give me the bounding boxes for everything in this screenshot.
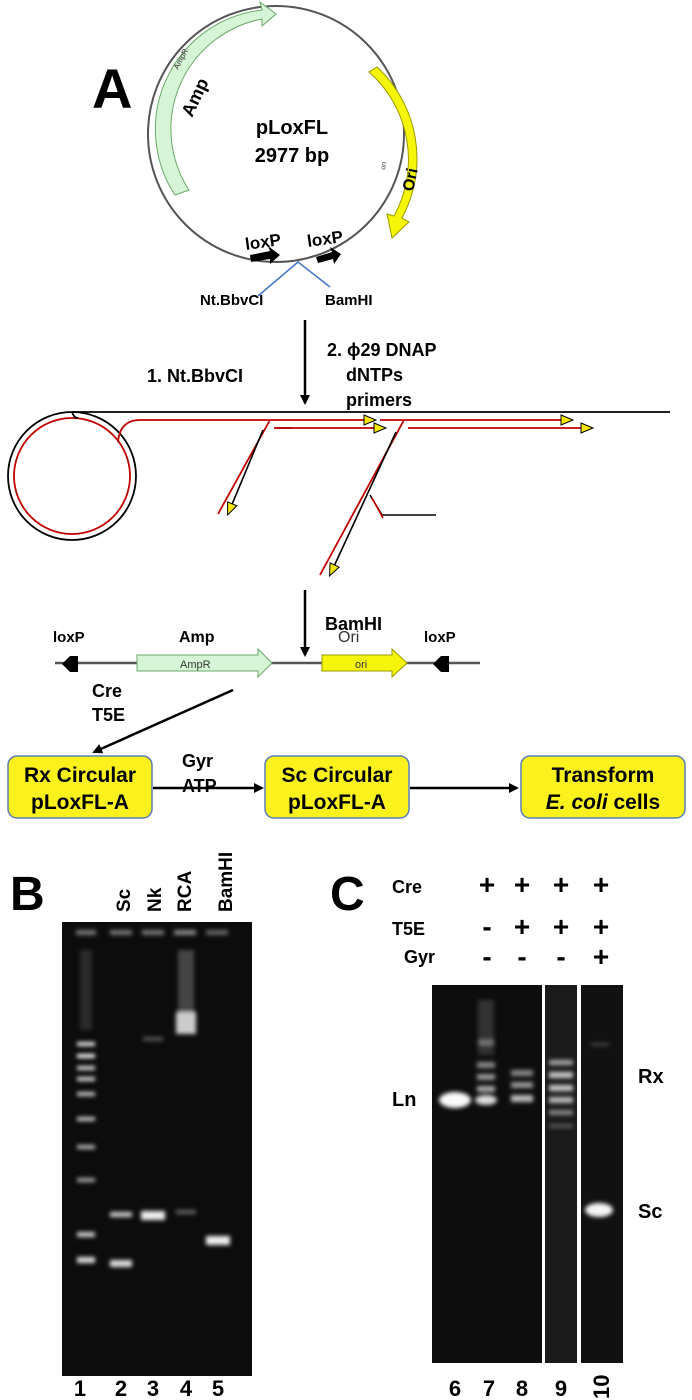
box-sc-line2: pLoxFL-A [288, 791, 386, 814]
rx-label: Rx [638, 1066, 664, 1088]
box-rx-line1: Rx Circular [24, 764, 136, 787]
sign-cre-8: + [514, 869, 530, 900]
lane-number-8: 8 [516, 1376, 528, 1400]
cre-label: Cre [92, 681, 122, 701]
sign-t5e-8: + [514, 911, 530, 942]
sc-label: Sc [638, 1201, 662, 1223]
sign-cre-10: + [593, 869, 609, 900]
row-label-cre: Cre [392, 877, 422, 897]
gel-c-part3 [581, 985, 623, 1363]
linear-ampr-label: AmpR [180, 659, 211, 671]
plasmid-size: 2977 bp [255, 145, 329, 167]
panel-a: A AmpR ori Amp Ori pLoxFL 2977 bp loxP l… [7, 0, 686, 819]
loxp-left-arrow [250, 246, 280, 264]
lane-number-9: 9 [555, 1376, 567, 1400]
lane-number-10: 10 [589, 1375, 614, 1399]
panel-c: C Cre T5E Gyr + + + + - + + + - - - + [330, 868, 664, 1400]
panel-a-letter: A [92, 57, 132, 120]
step2-line3: primers [346, 390, 412, 410]
sign-t5e-7: - [482, 911, 491, 942]
linear-loxp-left-label: loxP [53, 629, 85, 646]
plasmid-name: pLoxFL [256, 117, 328, 139]
box-rx-circular [7, 755, 153, 819]
row-label-t5e: T5E [392, 919, 425, 939]
lane-number-4: 4 [180, 1376, 193, 1400]
sign-gyr-8: - [517, 941, 526, 972]
sign-t5e-9: + [553, 911, 569, 942]
sign-cre-7: + [479, 869, 495, 900]
box-rx-line2: pLoxFL-A [31, 791, 129, 814]
cre-arrow [92, 688, 234, 754]
gel-c-part2 [545, 985, 577, 1363]
linear-ori-small-label: ori [355, 659, 367, 671]
lane-header-sc: Sc [114, 888, 135, 912]
lane-number-1: 1 [74, 1376, 86, 1400]
ori-small-label: ori [380, 161, 388, 170]
panel-b: B Sc Nk RCA BamHI [10, 852, 252, 1400]
gel-b-bands [76, 930, 230, 1267]
sign-gyr-7: - [482, 941, 491, 972]
rca-diagram [7, 411, 670, 575]
linear-ori-label: Ori [338, 629, 359, 646]
box-sc-circular [264, 755, 410, 819]
atp-label: ATP [182, 776, 217, 796]
lane-number-3: 3 [147, 1376, 159, 1400]
t5e-label: T5E [92, 705, 125, 725]
loxp-right-arrow [316, 247, 341, 264]
box-transform-line2: E. coli cells [546, 791, 660, 814]
amp-label: Amp [177, 75, 212, 120]
sign-gyr-9: - [556, 941, 565, 972]
loxp-left-label: loxP [244, 230, 282, 254]
linear-amp-label: Amp [179, 629, 215, 646]
box-transform-line1: Transform [552, 764, 655, 787]
box-sc-line1: Sc Circular [282, 764, 393, 787]
lane-header-bamhi: BamHI [216, 852, 237, 912]
ln-label: Ln [392, 1089, 416, 1111]
cut-site-lines [257, 260, 331, 297]
sign-cre-9: + [553, 869, 569, 900]
step1-label: 1. Nt.BbvCI [147, 366, 243, 386]
sign-gyr-10: + [593, 941, 609, 972]
condition-signs: + + + + - + + + - - - + [479, 869, 609, 972]
panel-b-letter: B [10, 868, 45, 921]
lane-header-rca: RCA [175, 871, 196, 912]
step2-line2: dNTPs [346, 365, 403, 385]
loxp-right-label: loxP [306, 227, 344, 251]
linear-amp-arrow [136, 647, 273, 679]
lane-number-2: 2 [115, 1376, 127, 1400]
bamhi-step-label: BamHI [325, 614, 382, 634]
panel-c-letter: C [330, 868, 365, 921]
step2-line1: 2. ϕ29 DNAP [327, 340, 437, 360]
lane-number-7: 7 [483, 1376, 495, 1400]
box-transform [520, 755, 686, 819]
linear-ori-arrow [321, 647, 408, 679]
ori-label: Ori [400, 167, 421, 193]
amp-gene-arrow [154, 0, 277, 196]
plasmid-backbone [147, 5, 405, 263]
linear-loxp-left-arrow [62, 656, 78, 672]
linear-fragment: loxP Amp AmpR Ori ori loxP [53, 629, 480, 679]
linear-loxp-right-label: loxP [424, 629, 456, 646]
ori-arrow [368, 66, 418, 239]
bamhi-site-label: BamHI [325, 292, 373, 309]
lane-number-5: 5 [212, 1376, 224, 1400]
lane-header-nk: Nk [145, 887, 166, 912]
gyr-label: Gyr [182, 751, 213, 771]
linear-loxp-right-arrow [433, 656, 449, 672]
nick-site-label: Nt.BbvCI [200, 292, 263, 309]
lane-number-6: 6 [449, 1376, 461, 1400]
gel-c-bands [439, 1000, 613, 1217]
sign-t5e-10: + [593, 911, 609, 942]
row-label-gyr: Gyr [404, 947, 435, 967]
